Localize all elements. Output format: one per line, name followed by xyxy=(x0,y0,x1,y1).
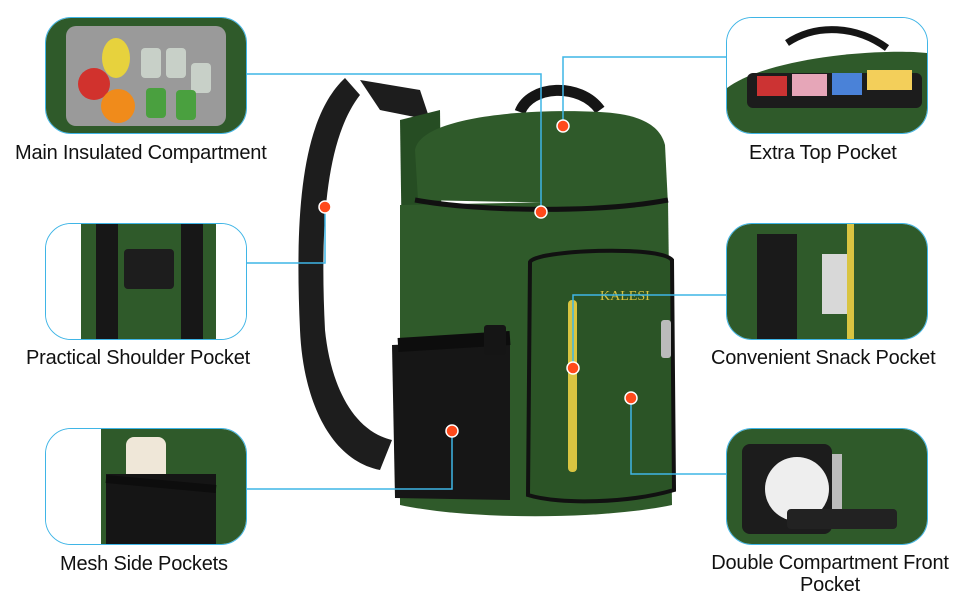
top-pocket-icon xyxy=(727,18,927,133)
marker-snack xyxy=(566,361,580,375)
snack-pocket-icon xyxy=(727,224,927,339)
thumb-shoulder-pocket xyxy=(45,223,247,340)
leader-shoulder xyxy=(247,207,326,264)
mesh-pocket-icon xyxy=(46,429,246,544)
strap-top xyxy=(360,80,430,120)
thumb-top-pocket xyxy=(726,17,928,134)
marker-shoulder xyxy=(318,200,332,214)
label-snack-pocket: Convenient Snack Pocket xyxy=(711,347,936,369)
side-buckle xyxy=(484,325,506,355)
front-pocket-icon xyxy=(727,429,927,544)
marker-main xyxy=(534,205,548,219)
open-cooler-icon xyxy=(46,18,246,133)
thumb-snack-pocket xyxy=(726,223,928,340)
label-shoulder-pocket: Practical Shoulder Pocket xyxy=(26,347,251,369)
thumb-mesh-pockets xyxy=(45,428,247,545)
leader-main xyxy=(247,73,542,212)
marker-front xyxy=(624,391,638,405)
brand-logo: KALESI xyxy=(600,289,650,304)
side-mesh-pocket xyxy=(392,340,510,500)
front-pocket xyxy=(525,248,677,504)
marker-top xyxy=(556,119,570,133)
thumb-main-compartment xyxy=(45,17,247,134)
shoulder-pocket-icon xyxy=(46,224,246,339)
leader-top xyxy=(562,56,726,126)
label-top-pocket: Extra Top Pocket xyxy=(749,142,897,164)
label-front-pocket: Double Compartment Front Pocket xyxy=(711,552,949,596)
zipper-pull-yellow xyxy=(568,300,577,472)
label-main-compartment: Main Insulated Compartment xyxy=(15,142,267,164)
leader-front xyxy=(630,398,726,475)
marker-mesh xyxy=(445,424,459,438)
leader-snack xyxy=(572,294,726,368)
top-handle xyxy=(514,84,605,115)
backpack: KALESI xyxy=(298,78,677,517)
shoulder-strap xyxy=(298,78,392,470)
label-mesh-pockets: Mesh Side Pockets xyxy=(60,553,228,575)
bottle-opener xyxy=(661,320,671,358)
leader-mesh xyxy=(247,431,453,490)
thumb-front-pocket xyxy=(726,428,928,545)
